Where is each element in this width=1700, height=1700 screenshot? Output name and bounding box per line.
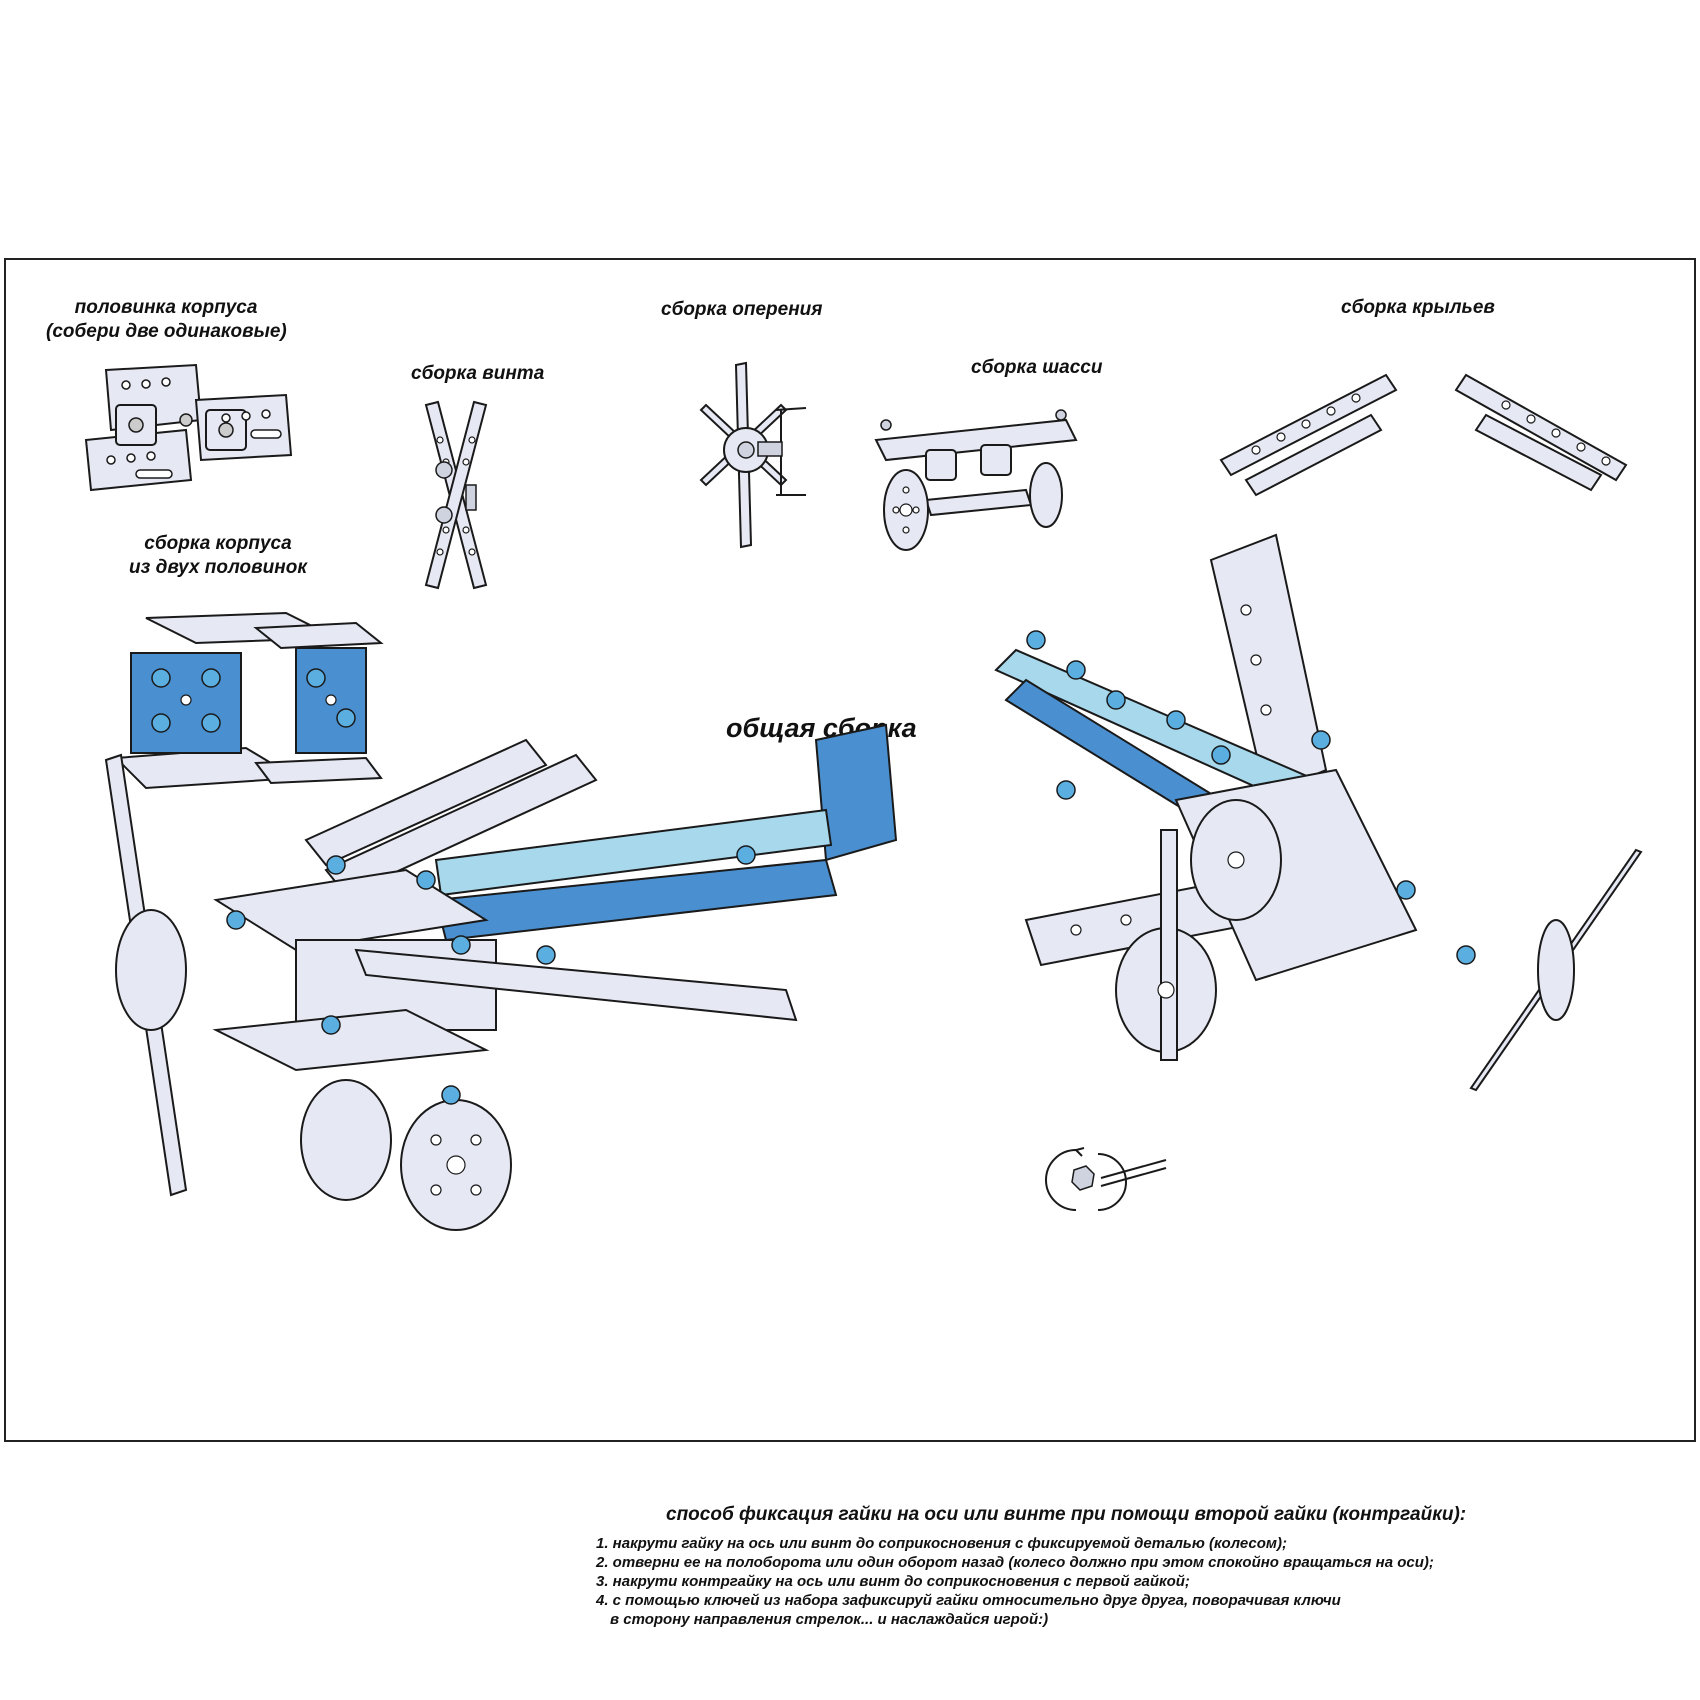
lock-nut-icon bbox=[1045, 1147, 1167, 1211]
instruction-step: 1. накрути гайку на ось или винт до сопр… bbox=[596, 1535, 1287, 1552]
wings-diagram bbox=[1219, 373, 1628, 497]
instruction-sheet: половинка корпуса (собери две одинаковые… bbox=[4, 258, 1696, 1628]
label-wings: сборка крыльев bbox=[1341, 297, 1495, 318]
general-assembly-right-diagram bbox=[994, 533, 1643, 1092]
propeller-diagram bbox=[424, 400, 488, 590]
instructions-steps: 1. накрути гайку на ось или винт до сопр… bbox=[596, 1534, 1676, 1629]
instruction-step: 3. накрути контргайку на ось или винт до… bbox=[596, 1573, 1190, 1590]
label-half-body: половинка корпуса (собери две одинаковые… bbox=[46, 297, 287, 342]
instruction-step: 4. с помощью ключей из набора зафиксируй… bbox=[596, 1592, 1341, 1609]
chassis-diagram bbox=[874, 409, 1078, 551]
body-assembly-diagram bbox=[113, 611, 384, 790]
half-body-diagram bbox=[84, 363, 293, 492]
instructions-title: способ фиксация гайки на оси или винте п… bbox=[666, 1504, 1467, 1525]
label-propeller: сборка винта bbox=[411, 363, 545, 384]
instructions-block: способ фиксация гайки на оси или винте п… bbox=[596, 1504, 1676, 1629]
general-assembly-left-diagram bbox=[104, 723, 898, 1231]
instruction-step: 2. отверни ее на полоборота или один обо… bbox=[596, 1554, 1434, 1571]
label-chassis: сборка шасси bbox=[971, 357, 1103, 378]
label-tail: сборка оперения bbox=[661, 299, 823, 320]
tail-diagram bbox=[699, 361, 807, 549]
instruction-step: в сторону направления стрелок... и насла… bbox=[610, 1611, 1049, 1628]
label-body-assembly: сборка корпуса из двух половинок bbox=[129, 533, 307, 578]
